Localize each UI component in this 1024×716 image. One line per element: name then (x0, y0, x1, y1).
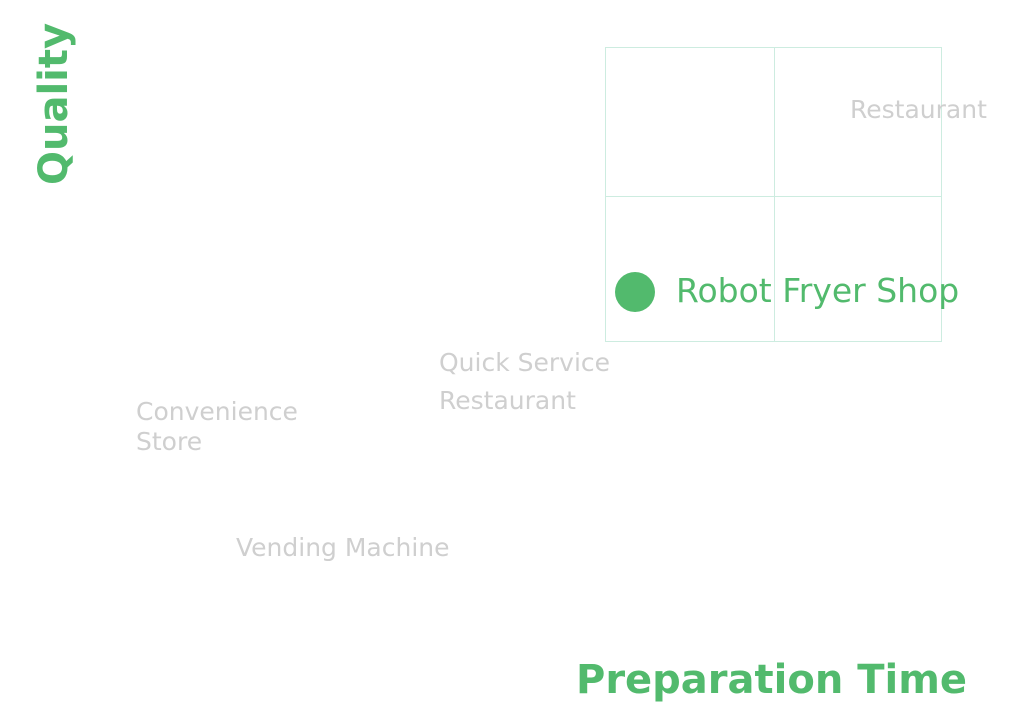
category-label-line: Restaurant (439, 386, 576, 415)
grid-horizontal-line (606, 196, 941, 197)
category-vending-machine: Vending Machine (236, 533, 450, 562)
highlight-label: Robot Fryer Shop (676, 271, 960, 310)
x-axis-title: Preparation Time (576, 657, 968, 703)
y-axis-title: Quality (31, 22, 77, 185)
category-label-line: Convenience (136, 397, 298, 426)
category-label-line: Quick Service (439, 348, 611, 377)
grid-vertical-line (774, 48, 775, 341)
highlight-dot-icon (615, 272, 655, 312)
category-convenience-store: Convenience Store (136, 397, 298, 457)
category-quick-service-restaurant: Quick Service Restaurant (439, 344, 610, 420)
highlight-grid (605, 47, 942, 342)
category-label-line: Store (136, 427, 203, 456)
category-restaurant: Restaurant (850, 95, 987, 124)
